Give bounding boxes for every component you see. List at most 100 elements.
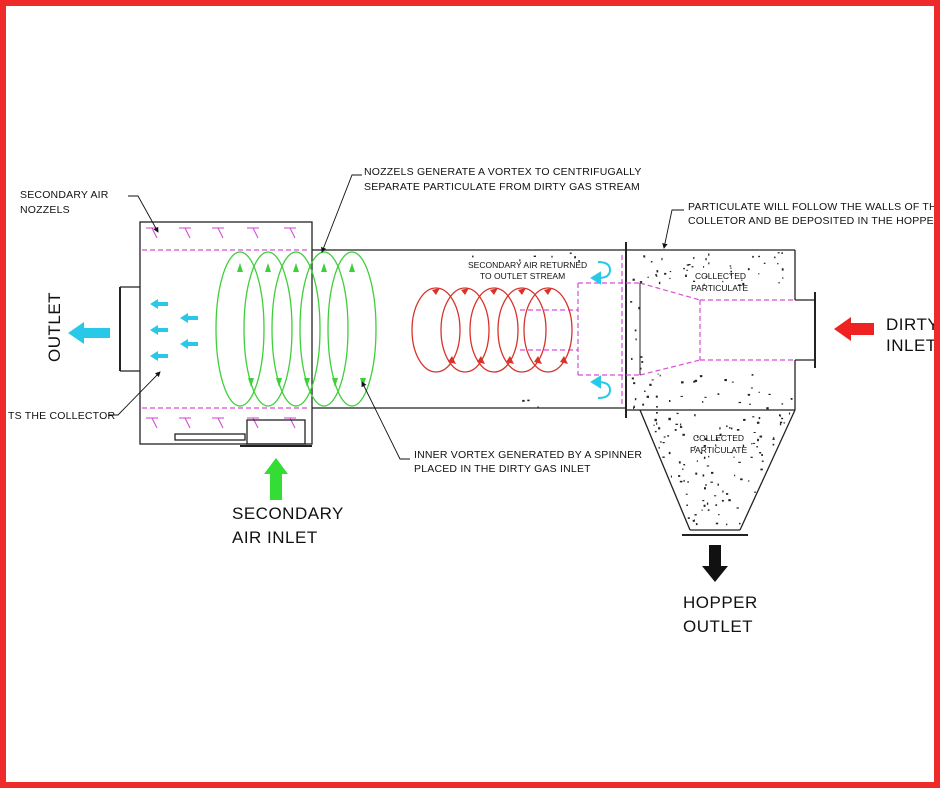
nozzle-symbol xyxy=(212,227,224,239)
outer-vortex-arrowhead xyxy=(237,263,243,272)
particulate-speck xyxy=(760,468,763,471)
particulate-speck xyxy=(695,523,698,526)
particulate-speck xyxy=(658,427,661,430)
label-dirty-inlet-1: DIRTY xyxy=(886,315,934,334)
particulate-speck xyxy=(708,253,710,256)
particulate-speck xyxy=(644,390,646,392)
outlet-flow-arrow xyxy=(150,299,168,309)
particulate-speck xyxy=(670,475,672,478)
particulate-speck xyxy=(756,446,758,448)
outer-vortex-loop xyxy=(271,251,321,407)
particulate-speck xyxy=(750,456,753,458)
particulate-speck xyxy=(641,361,644,363)
main-barrel xyxy=(312,242,816,418)
particulate-speck xyxy=(702,401,704,403)
inner-vortex-arrowhead xyxy=(490,288,498,295)
particulate-speck xyxy=(740,478,743,481)
particulate-speck xyxy=(733,456,735,458)
particulate-speck xyxy=(661,257,663,261)
return-curl-icon-top xyxy=(590,261,612,285)
particulate-speck xyxy=(756,421,760,424)
particulate-speck xyxy=(654,430,657,433)
particulate-speck xyxy=(678,461,681,464)
label-nozzels-vortex-1: NOZZELS GENERATE A VORTEX TO CENTRIFUGAL… xyxy=(364,166,642,178)
particulate-speck xyxy=(632,278,635,281)
particulate-speck xyxy=(726,425,728,427)
particulate-speck xyxy=(759,435,763,438)
label-secondary-air-nozzels-2: NOZZELS xyxy=(20,204,70,216)
particulate-speck xyxy=(730,274,732,276)
inner-vortex-loop xyxy=(440,287,490,373)
particulate-speck xyxy=(679,480,683,483)
label-secondary-air-inlet-1: SECONDARY xyxy=(232,504,344,523)
particulate-speck xyxy=(680,395,683,397)
particulate-speck xyxy=(714,495,717,497)
outlet-flow-arrow xyxy=(180,339,198,349)
particulate-speck xyxy=(633,405,635,408)
particulate-speck xyxy=(664,272,667,275)
particulate-speck xyxy=(715,438,718,441)
particulate-speck xyxy=(668,417,671,421)
particulate-speck xyxy=(779,421,783,424)
particulate-speck xyxy=(738,401,741,404)
particulate-speck xyxy=(639,367,642,370)
particulate-speck xyxy=(633,382,636,385)
inner-vortex-arrowhead xyxy=(518,288,526,295)
particulate-speck xyxy=(705,484,707,486)
particulate-speck xyxy=(736,429,740,431)
particulate-speck xyxy=(702,474,705,477)
particulate-speck xyxy=(724,379,727,382)
particulate-speck xyxy=(686,269,688,271)
particulate-speck xyxy=(773,437,775,440)
particulate-speck xyxy=(695,472,698,475)
particulate-speck xyxy=(748,480,750,482)
particulate-speck xyxy=(715,522,719,525)
particulate-speck xyxy=(777,252,780,254)
particulate-speck xyxy=(656,422,658,425)
particulate-speck xyxy=(703,283,705,286)
particulate-speck xyxy=(730,267,732,269)
particulate-speck xyxy=(686,264,690,266)
particulate-speck xyxy=(630,301,633,303)
particulate-speck xyxy=(472,255,474,258)
hopper xyxy=(639,409,796,536)
particulate-speck xyxy=(722,490,724,493)
particulate-speck xyxy=(708,262,710,265)
particulate-speck xyxy=(683,267,685,270)
particulate-speck xyxy=(731,381,734,383)
particulate-speck xyxy=(631,357,633,360)
inner-vortex-red xyxy=(411,287,573,373)
particulate-speck xyxy=(781,268,784,271)
particulate-speck xyxy=(704,487,706,490)
particulate-speck xyxy=(537,406,539,409)
particulate-speck xyxy=(708,455,710,458)
particulate-speck xyxy=(738,461,741,463)
inner-vortex-arrowhead xyxy=(544,288,552,295)
particulate-speck xyxy=(704,438,708,441)
particulate-speck xyxy=(656,270,659,273)
particulate-speck xyxy=(721,499,724,502)
particulate-speck xyxy=(533,255,536,257)
inner-vortex-loop xyxy=(411,287,461,373)
outlet-flow-arrow xyxy=(180,313,198,323)
particulate-speck xyxy=(703,456,706,459)
nozzle-symbol xyxy=(284,227,296,239)
particulate-speck xyxy=(763,262,766,264)
particulate-speck xyxy=(739,522,741,525)
inner-vortex-arrowhead xyxy=(506,356,514,364)
inner-vortex-loop xyxy=(523,287,573,373)
particulate-speck xyxy=(781,417,784,420)
particulate-speck xyxy=(731,427,733,430)
particulate-speck xyxy=(697,436,699,438)
particulate-speck xyxy=(694,379,698,382)
particulate-speck xyxy=(752,416,755,418)
spinner-dashed-outline xyxy=(520,255,795,405)
particulate-speck xyxy=(669,400,671,402)
label-inner-vortex-1: INNER VORTEX GENERATED BY A SPINNER xyxy=(414,449,642,461)
particulate-speck xyxy=(569,252,572,254)
hopper-outlet-arrow-icon xyxy=(702,545,728,582)
label-collected-particulate-hopper-1: COLLECTED xyxy=(693,433,744,443)
labels: SECONDARY AIR NOZZELS NOZZELS GENERATE A… xyxy=(8,166,940,636)
particulate-speck xyxy=(680,423,682,426)
particulate-speck xyxy=(683,464,686,466)
